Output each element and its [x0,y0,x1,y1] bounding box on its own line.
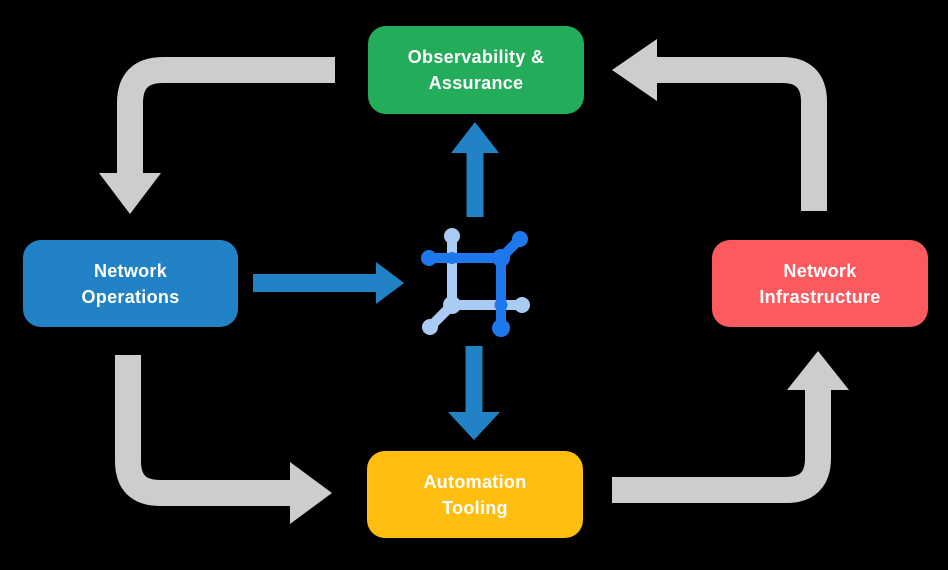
icon-dark-nodes [421,231,528,337]
node-automation-tooling: Automation Tooling [367,451,583,538]
node-observability-assurance: Observability & Assurance [368,26,584,114]
node-network-infrastructure: Network Infrastructure [712,240,928,327]
arrow-shaft [612,390,831,503]
arrow-shaft [117,57,335,174]
arrow-center-to-automation [448,346,500,440]
arrow-shaft [115,355,290,506]
arrow-head-left-icon [612,39,657,101]
arrow-infrastructure-to-observability [612,39,827,211]
arrow-automation-to-infrastructure [612,351,849,503]
arrow-observability-to-operations [99,57,335,214]
network-automation-icon [421,228,530,337]
arrow-head-up-icon [787,351,849,390]
node-network-operations: Network Operations [23,240,238,327]
arrow-head-up-icon [451,122,499,153]
arrow-operations-to-automation [115,355,332,524]
icon-light-nodes [422,228,530,335]
node-label: Network Operations [81,260,180,307]
arrow-operations-to-center [253,262,404,304]
arrow-center-to-observability [451,122,499,217]
arrow-shaft [657,57,827,211]
node-label: Network Infrastructure [759,260,881,307]
node-label: Observability & Assurance [407,47,545,93]
arrow-head-down-icon [99,173,161,214]
arrow-head-down-icon [448,412,500,440]
arrow-head-right-icon [290,462,332,524]
arrow-head-right-icon [376,262,404,304]
node-label: Automation Tooling [423,471,527,518]
